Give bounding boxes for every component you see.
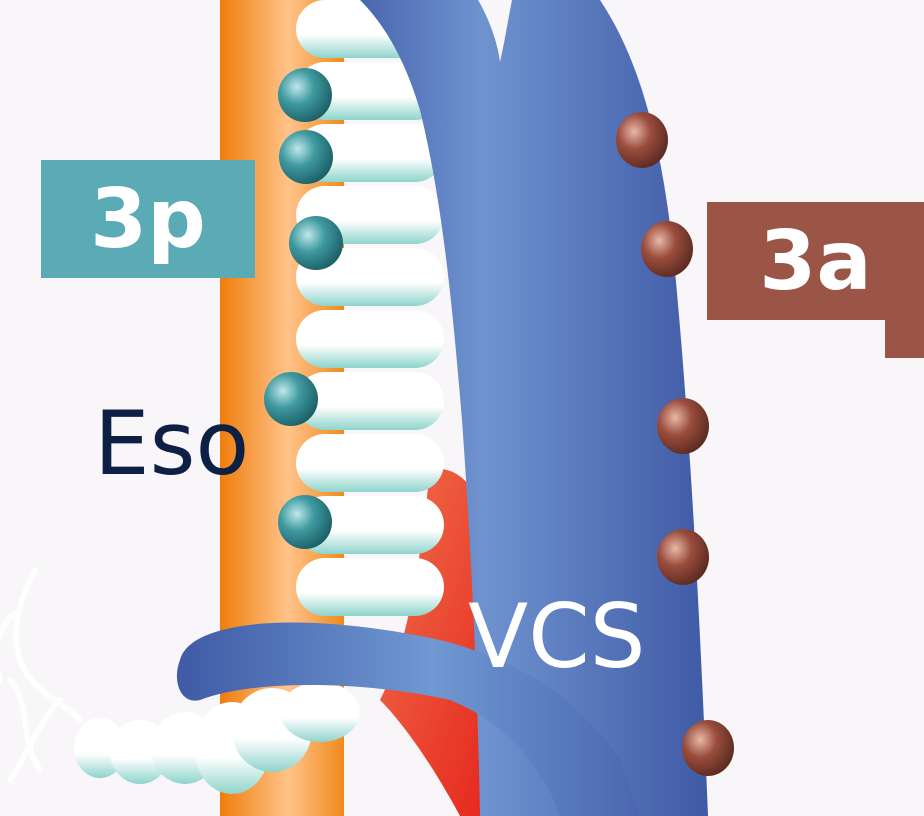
- trachea-ring: [296, 558, 444, 616]
- label-vena-cava: VCS: [468, 585, 646, 688]
- lymph-node-3a: [682, 720, 734, 776]
- lymph-node-3p: [278, 495, 332, 549]
- lymph-node-3a: [641, 221, 693, 277]
- lymph-node-3p: [278, 68, 332, 122]
- anterior-nodes: [616, 112, 734, 776]
- lymph-node-3a: [657, 398, 709, 454]
- label-3a: 3a: [707, 202, 924, 320]
- bronchus: [74, 682, 360, 794]
- lymph-node-3a: [657, 529, 709, 585]
- label-esophagus: Eso: [94, 392, 250, 495]
- azygos-arch: [176, 622, 640, 816]
- trachea-ring: [296, 62, 444, 120]
- trachea-ring: [296, 124, 444, 182]
- lymph-node-3p: [264, 372, 318, 426]
- trachea-ring: [296, 434, 444, 492]
- lymph-node-3p: [279, 130, 333, 184]
- vena-cava: [360, 0, 708, 816]
- posterior-nodes: [264, 68, 343, 549]
- lymph-node-3p: [289, 216, 343, 270]
- trachea-ring: [296, 496, 444, 554]
- trachea-ring: [296, 372, 444, 430]
- background-vessels: [0, 567, 83, 783]
- bronchus-ring: [280, 682, 360, 742]
- label-3p: 3p: [41, 160, 255, 278]
- lymph-node-3a: [616, 112, 668, 168]
- trachea-ring: [296, 310, 444, 368]
